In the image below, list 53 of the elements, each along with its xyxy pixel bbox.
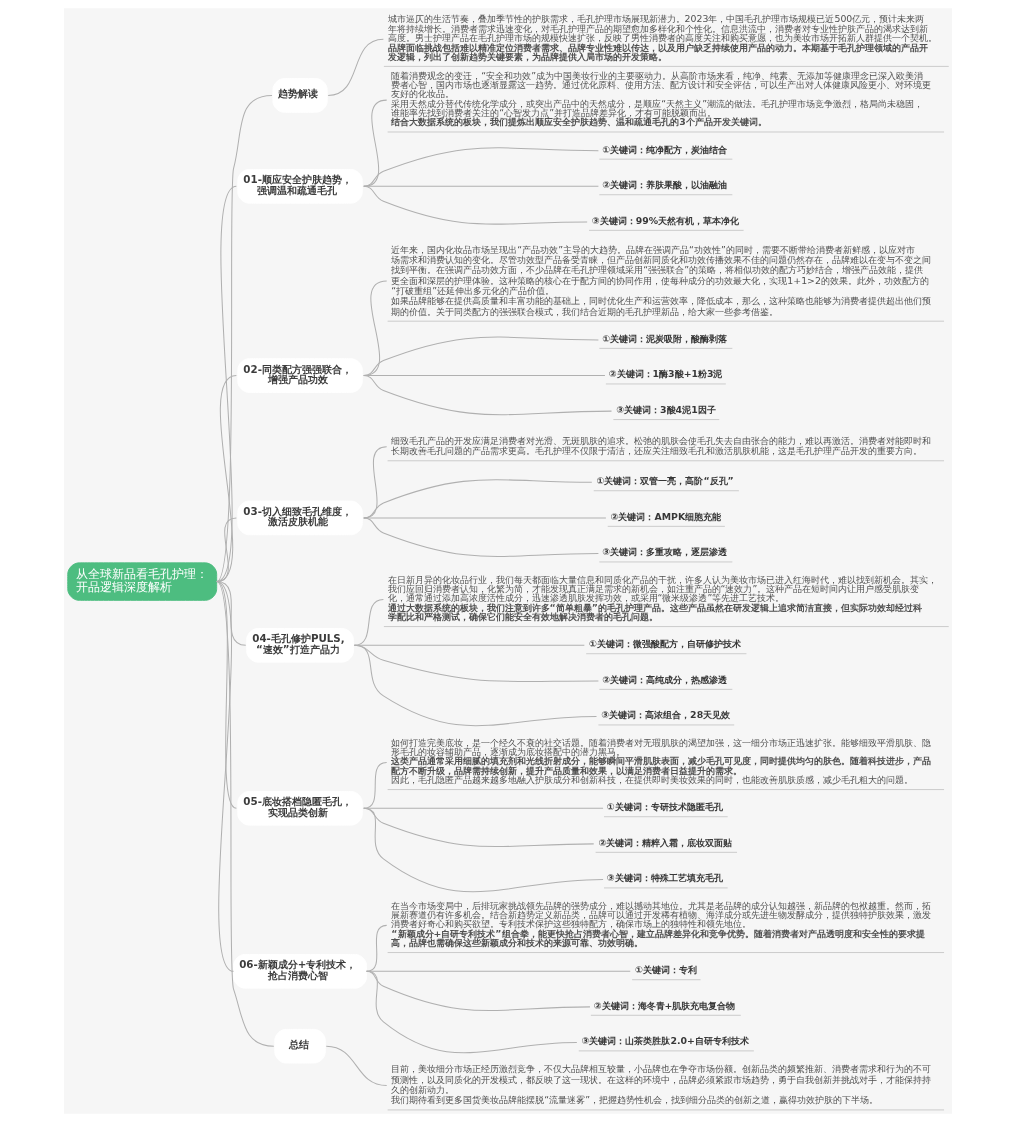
node-box: 趋势解读 [272,78,328,113]
node-box: 04-毛孔修护PULS,“速效”打造产品力 [246,627,354,663]
node-text: ①关键词：双管一亮，高阶“反孔” [596,475,734,487]
connector [216,581,235,972]
node-text: ③关键词：99%天然有机，草本净化 [591,214,740,226]
node-text: ③关键词：山茶类胜肽2.0+自研专利技术 [581,1035,749,1047]
node-box: 总结 [274,1028,326,1064]
connector [366,970,578,1054]
connector [363,375,613,416]
node-box: 从全球新品看毛孔护理：开品逻辑深度解析 [67,562,218,601]
node-text: ②关键词：AMPK细胞充能 [610,510,722,522]
node-box: 02-同类配方强强联合，增强产品功效 [237,358,363,393]
node-box: 06-新颖成分+专利技术，抢占消费心智 [233,953,368,989]
node-text: 在当今市场变局中，后排玩家挑战领先品牌的强势成分，难以撼动其地位。尤其是老品牌的成分认知越强，新品牌的包袱越重。然而，拓展新赛道仍有许多机会。结合新趋势定义新品类，品牌可以通过开发稀有植物、海洋成分或先进生物发酵成分，提供独特护肤效果，激发消费者好奇心和购买欲望。专利技术保护这些独特配方，确保市场上的独特性和领先地位。 “新颖成分+自研专利技术”组合拳，能更快抢占消费者心智，建立品牌差异化和竞争优势。随着消费者对产品透明度和安全性的要求提高，品牌也需确保这些新颖成分和技术的来源可靠、功效明确。 [391,899,932,948]
connector [353,598,384,646]
connector [363,807,604,893]
node-text: ②关键词：1酶3酸+1粉3泥 [608,368,723,380]
node-text: ②关键词：精粹入霜，底妆双面贴 [598,836,733,848]
connector [363,147,599,187]
node-text: ③关键词：3酸4泥1因子 [616,404,716,415]
node-text: ③关键词：特殊工艺填充毛孔 [606,872,723,884]
node-text: 在日新月异的化妆品行业，我们每天都面临大量信息和同质化产品的干扰，许多人认为美妆市场已进入红海时代，难以找到新机会。其实，我们应回归消费者认知，化繁为简，才能发现真正满足需求的新机会，如注重产品的“速效力”。这种产品在短时间内让用户感受肌肤变化，通常通过添加高浓度活性成分，迅速渗透肌肤发挥功效，或采用“微米级渗透”等先进工艺技术。 通过大数据系统的板块，我们注意到许多“简单粗暴”的毛孔护理产品。这些产品虽然在研发逻辑上追求简洁直接，但实际功效却经过科学配比和严格测试，确保它们能安全有效地解决消费者的毛孔问题。 [387,573,937,623]
node-box: 03-切入细致毛孔维度，激活皮肤机能 [237,500,363,536]
connector [216,185,237,583]
connector [216,94,273,583]
node-text: 细致毛孔产品的开发应满足消费者对光滑、无斑肌肤的追求。松弛的肌肤会使毛孔失去自由张合的能力，难以再激活。消费者对能即时和长期改善毛孔问题的产品需求更高。毛孔护理不仅限于清洁，还应关注细致毛孔和激活肌肤机能，这是毛孔护理产品开发的重要方向。 [391,434,932,457]
node-text: 如何打造完美底妆，是一个经久不衰的社交话题。随着消费者对无瑕肌肤的渴望加强，这一细分市场正迅速扩张。能够细致平滑肌肤、隐形毛孔的妆容辅助产品，逐渐成为底妆搭配中的潜力黑马。 这类产品通常采用细腻的填充剂和光线折射成分，能够瞬间平滑肌肤表面，减少毛孔可见度，同时提供均匀的肤色。随着科技进步，产品配方不断升级，品牌需持续创新，提升产品质量和效果，以满足消费者日益提升的需求。 因此，毛孔隐匿产品越来越多地融入护肤成分和创新科技，在提供即时美妆效果的同时，也能改善肌肤质感，减少毛孔粗大的问题。 [391,736,932,785]
node-text: ②关键词：海冬青+肌肤充电复合物 [593,999,736,1011]
node-text: 近年来，国内化妆品市场呈现出“产品功效”主导的大趋势。品牌在强调产品“功效性”的同时，需要不断带给消费者新鲜感，以应对市场需求和消费认知的变化。尽管功效型产品备受青睐，但产品创新同质化和功效传播效果不佳的问题仍然存在，品牌难以在变与不变之间找到平衡。在强调产品功效方面，不少品牌在毛孔护理领域采用“强强联合”的策略，将相似功效的配方巧妙结合，增强产品效能，提供更全面和深层的护理体验。这种策略的核心在于配方间的协同作用，使每种成分的功效最大化，实现1+1>2的效果。此外，功效配方的“打破重组”还延伸出多元化的产品价值。 如果品牌能够在提供高质量和丰富功能的基础上，同时优化生产和运营效率，降低成本，那么，这种策略也能够为消费者提供超出他们预期的价值。关于同类配方的强强联合模式，我们结合近期的毛孔护理新品，给大家一些参考借鉴。 [391,243,932,317]
node-text: 城市逼仄的生活节奏，叠加季节性的护肤需求，毛孔护理市场展现新潜力。2023年，中国毛孔护理市场规模已近500亿元，预计未来两年将持续增长。消费者需求迅速变化，对毛孔护理产品的期望愈加多样化和个性化。信息洪流中，消费者对专业性护肤产品的渴求达到新高度。男士护理产品在毛孔护理市场的规模快速扩张，反映了男性消费者的高度关注和购买意愿，也为美妆市场开拓新人群提供一个契机。 品牌面临挑战包括难以精准定位消费者需求、品牌专业性难以传达，以及用户缺乏持续使用产品的动力。本期基于毛孔护理领域的产品开发逻辑，列出了创新趋势关键要素，为品牌提供入局市场的开发策略。 [387,13,937,62]
node-text: ③关键词：多重攻略，逐层渗透 [602,546,728,558]
node-text: ③关键词：高浓组合，28天见效 [601,709,731,721]
connector [363,761,388,809]
connector [325,1045,388,1087]
node-text: ②关键词：高纯成分，热感渗透 [602,673,728,685]
connector [366,924,388,972]
node-text: ①关键词：纯净配方，炭油结合 [602,143,728,155]
node-text: ②关键词：养肤果酸，以油融油 [602,179,728,191]
connector [327,38,384,96]
node-text: ①关键词：专利 [634,964,697,976]
node-text: 随着消费观念的变迁，“安全和功效”成为中国美妆行业的主要驱动力。从高阶市场来看，纯净、纯素、无添加等健康理念已深入欧美消费者心智，国内市场也逐渐显露这一趋势。通过优化原料、使用方法、配方设计和安全评估，可以生产出对人体健康风险更小、对环境更友好的化妆品。 采用天然成分替代传统化学成分，或突出产品中的天然成分，是顺应“天然主义”潮流的做法。毛孔护理市场竞争激烈，格局尚未稳固，谁能率先找到消费者关注的“心智发力点”并打造品牌差异化，才有可能脱颖而出。 结合大数据系统的板块，我们提炼出顺应安全护肤趋势、温和疏通毛孔的3个产品开发关键词。 [391,69,932,128]
node-text: ①关键词：泥炭吸附，酸酶剥落 [602,332,728,344]
node-text: ①关键词：微强酸配方，自研修护技术 [589,638,741,650]
node-box: 01-顺应安全护肤趋势，强调温和疏通毛孔 [237,169,363,204]
connector [216,581,275,1047]
connector [363,185,588,225]
node-box: 05-底妆搭档隐匿毛孔，实现品类创新 [237,790,363,826]
connector [353,644,598,727]
connector [363,517,607,519]
connector [363,517,599,557]
connector [363,336,599,377]
node-text: ①关键词：专研技术隐匿毛孔 [606,801,723,813]
node-text: 目前，美妆细分市场正经历激烈竞争，不仅大品牌相互较量，小品牌也在争夺市场份额。创新品类的频繁推新、消费者需求和行为的不可预测性，以及同质化的开发模式，都反映了这一现状。在这样的环境中，品牌必须紧跟市场趋势，勇于自我创新并挑战对手，才能保持持久的创新动力。 我们期待看到更多国货美妆品牌能摆脱“流量迷雾”，把握趋势性机会，找到细分品类的创新之道，赢得功效护肤的下半场。 [391,1063,932,1106]
